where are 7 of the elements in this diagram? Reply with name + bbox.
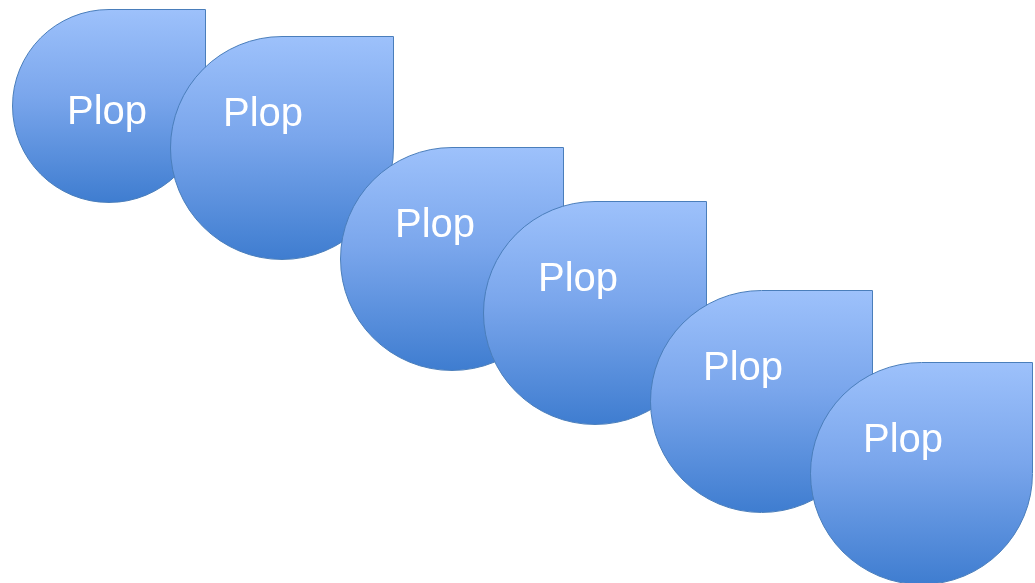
teardrop-shape	[810, 362, 1033, 583]
shape-label: Plop	[538, 257, 619, 297]
shape-label: Plop	[395, 203, 476, 243]
shape-label: Plop	[223, 92, 304, 132]
shape-label: Plop	[863, 418, 944, 458]
shape-label: Plop	[67, 90, 148, 130]
shape-label: Plop	[703, 346, 784, 386]
